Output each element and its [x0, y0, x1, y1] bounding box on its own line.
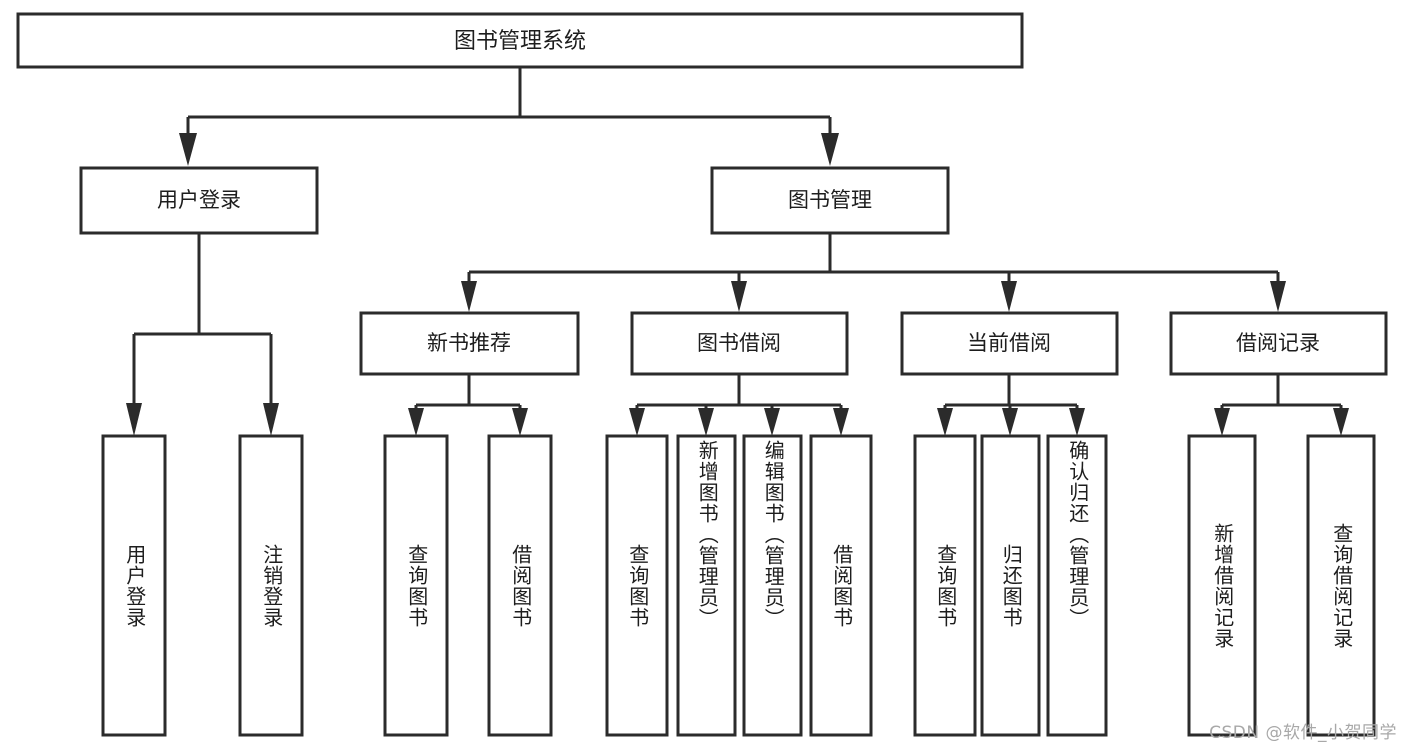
node-new-book-recommend[interactable]: 新书推荐 [359, 311, 580, 376]
node-borrow-record[interactable]: 借阅记录 [1169, 311, 1388, 376]
node-book-borrow-rect[interactable] [630, 311, 849, 376]
leaf-rect-current-borrow-1[interactable] [913, 434, 977, 737]
arrow-head-bb-3 [764, 408, 780, 436]
node-root[interactable]: 图书管理系统 [16, 12, 1024, 69]
leaf-rect-current-borrow-3[interactable] [1046, 434, 1108, 737]
arrow-head-br-1 [1214, 408, 1230, 436]
arrow-head-ul-1 [126, 403, 142, 436]
leaf-rect-book-borrow-2[interactable] [676, 434, 737, 737]
leaf-rect-borrow-record-2[interactable] [1306, 434, 1376, 737]
leaf-rect-user-login-2[interactable] [238, 434, 304, 737]
leaf-rect-book-borrow-1[interactable] [605, 434, 669, 737]
arrow-head-br-2 [1333, 408, 1349, 436]
arrow-head-bb-4 [833, 408, 849, 436]
arrow-head-bb-1 [629, 408, 645, 436]
connector-group-current-borrow-leaves [937, 374, 1085, 436]
arrow-head-cb-1 [937, 408, 953, 436]
node-current-borrow[interactable]: 当前借阅 [900, 311, 1119, 376]
connector-group-new-book-leaves [408, 374, 528, 436]
arrow-head-cb-2 [1002, 408, 1018, 436]
leaf-rect-user-login-1[interactable] [101, 434, 167, 737]
node-borrow-record-label: 借阅记录 [1236, 331, 1320, 355]
node-current-borrow-label: 当前借阅 [967, 331, 1051, 355]
leaf-rect-borrow-record-1[interactable] [1187, 434, 1257, 737]
node-user-login[interactable]: 用户登录 [79, 166, 319, 235]
leaf-rect-new-book-2[interactable] [487, 434, 553, 737]
arrow-head-book-mgmt [821, 133, 839, 166]
node-book-management-label: 图书管理 [788, 188, 872, 212]
connector-group-borrow-record-leaves [1214, 374, 1349, 436]
node-root-label: 图书管理系统 [454, 29, 586, 54]
arrow-head-nb-2 [512, 408, 528, 436]
arrow-head-ul-2 [263, 403, 279, 436]
arrow-head-book-borrow [731, 281, 747, 312]
node-current-borrow-rect[interactable] [900, 311, 1119, 376]
node-new-book-recommend-rect[interactable] [359, 311, 580, 376]
leaf-rect-new-book-1[interactable] [383, 434, 449, 737]
node-borrow-record-rect[interactable] [1169, 311, 1388, 376]
node-user-login-rect[interactable] [79, 166, 319, 235]
arrow-head-user-login [179, 133, 197, 166]
arrow-head-new-book [461, 281, 477, 312]
node-user-login-label: 用户登录 [157, 188, 241, 212]
node-book-borrow[interactable]: 图书借阅 [630, 311, 849, 376]
connector-group-root-to-level2 [179, 67, 839, 166]
leaf-rect-current-borrow-2[interactable] [980, 434, 1041, 737]
node-book-borrow-label: 图书借阅 [697, 331, 781, 355]
arrow-head-current-borrow [1001, 281, 1017, 312]
connector-group-book-mgmt-to-level3 [461, 233, 1286, 312]
node-book-management-rect[interactable] [710, 166, 950, 235]
node-book-management[interactable]: 图书管理 [710, 166, 950, 235]
arrow-head-cb-3 [1069, 408, 1085, 436]
connector-group-book-borrow-leaves [629, 374, 849, 436]
node-new-book-recommend-label: 新书推荐 [427, 331, 511, 355]
arrow-head-nb-1 [408, 408, 424, 436]
arrow-head-bb-2 [698, 408, 714, 436]
leaf-rect-book-borrow-4[interactable] [809, 434, 873, 737]
connector-group-user-login-leaves [126, 233, 279, 436]
arrow-head-borrow-record [1270, 281, 1286, 312]
node-root-rect[interactable] [16, 12, 1024, 69]
leaf-rect-book-borrow-3[interactable] [742, 434, 803, 737]
